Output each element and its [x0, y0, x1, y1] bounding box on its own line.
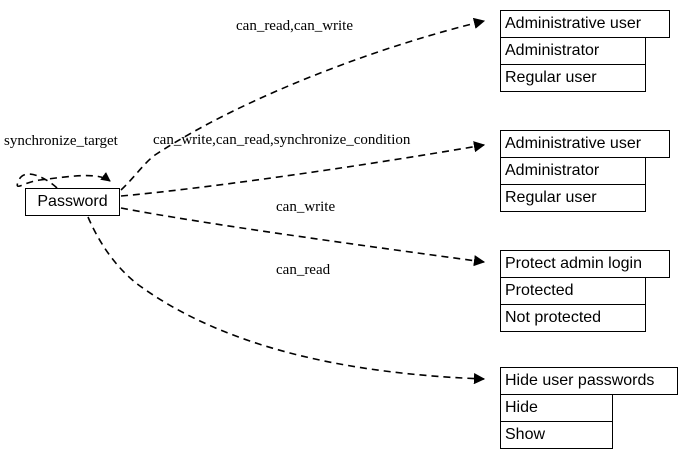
- record-row[interactable]: Regular user: [500, 64, 646, 92]
- edge-can-write-can-read-synchronize-condition: [120, 141, 486, 197]
- edge-label-can-write-can-read-synchronize-condition: can_write,can_read,synchronize_condition: [153, 132, 411, 148]
- node-password[interactable]: Password: [25, 188, 120, 216]
- record-header[interactable]: Protect admin login: [500, 250, 670, 278]
- edge-label-can-read: can_read: [276, 262, 331, 278]
- node-protect-admin-login[interactable]: Protect admin login Protected Not protec…: [500, 250, 670, 332]
- edge-label-synchronize-target: synchronize_target: [4, 133, 118, 149]
- node-password-label: Password: [37, 193, 108, 210]
- record-row[interactable]: Regular user: [500, 184, 646, 212]
- record-row[interactable]: Show: [500, 421, 613, 449]
- node-administrative-user-2[interactable]: Administrative user Administrator Regula…: [500, 130, 670, 212]
- record-row[interactable]: Administrator: [500, 157, 646, 185]
- record-row[interactable]: Administrator: [500, 37, 646, 65]
- edge-label-can-write: can_write: [276, 199, 336, 215]
- edge-synchronize-target: [16, 171, 111, 189]
- edge-label-can-read-can-write: can_read,can_write: [236, 18, 354, 34]
- edge-can-write: [120, 207, 486, 267]
- record-row[interactable]: Hide: [500, 394, 613, 422]
- node-hide-user-passwords[interactable]: Hide user passwords Hide Show: [500, 367, 678, 449]
- record-header[interactable]: Hide user passwords: [500, 367, 678, 395]
- edge-can-read-can-write: [120, 17, 486, 191]
- edge-can-read: [87, 216, 486, 385]
- node-administrative-user-1[interactable]: Administrative user Administrator Regula…: [500, 10, 670, 92]
- record-header[interactable]: Administrative user: [500, 130, 670, 158]
- record-row[interactable]: Protected: [500, 277, 646, 305]
- record-header[interactable]: Administrative user: [500, 10, 670, 38]
- record-row[interactable]: Not protected: [500, 304, 646, 332]
